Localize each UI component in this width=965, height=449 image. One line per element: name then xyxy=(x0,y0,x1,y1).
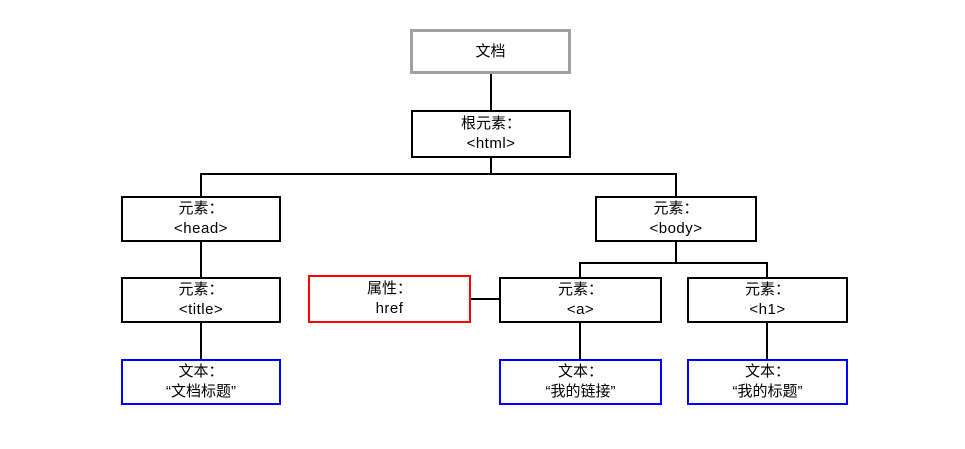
node-element-head: 元素： <head> xyxy=(121,196,281,242)
node-text-my-link-label: 文本： xyxy=(557,363,603,380)
node-attribute-href-value: href xyxy=(375,300,404,317)
node-element-a-tag: <a> xyxy=(566,301,595,318)
node-attribute-href-label: 属性： xyxy=(366,280,412,297)
node-text-document-title-label: 文本： xyxy=(178,363,224,380)
node-element-h1: 元素： <h1> xyxy=(687,277,848,323)
connector-a-text xyxy=(579,323,581,359)
node-element-body: 元素： <body> xyxy=(595,196,757,242)
node-text-document-title: 文本： “文档标题” xyxy=(121,359,281,405)
node-root-html-label: 根元素： xyxy=(460,115,521,132)
node-text-my-heading: 文本： “我的标题” xyxy=(687,359,848,405)
connector-body-down xyxy=(675,242,677,264)
node-element-h1-label: 元素： xyxy=(744,281,790,298)
node-text-my-heading-label: 文本： xyxy=(744,363,790,380)
node-element-a-label: 元素： xyxy=(557,281,603,298)
node-element-title-label: 元素： xyxy=(178,281,224,298)
node-element-head-tag: <head> xyxy=(174,220,228,237)
node-document: 文档 xyxy=(410,29,571,74)
connector-body-children xyxy=(579,262,768,264)
connector-to-h1 xyxy=(766,264,768,277)
connector-html-down xyxy=(490,158,492,175)
node-element-title: 元素： <title> xyxy=(121,277,281,323)
node-root-html-tag: <html> xyxy=(466,135,516,152)
node-element-h1-tag: <h1> xyxy=(749,301,786,318)
node-element-body-tag: <body> xyxy=(649,220,703,237)
node-element-title-tag: <title> xyxy=(178,301,224,318)
connector-to-head xyxy=(200,175,202,196)
node-element-head-label: 元素： xyxy=(178,200,224,217)
connector-to-a xyxy=(579,264,581,277)
connector-title-text xyxy=(200,323,202,359)
connector-document-html xyxy=(490,74,492,110)
node-text-document-title-value: “文档标题” xyxy=(166,383,236,400)
node-text-my-link-value: “我的链接” xyxy=(545,383,616,400)
connector-head-title xyxy=(200,242,202,277)
node-element-body-label: 元素： xyxy=(653,200,699,217)
node-element-a: 元素： <a> xyxy=(499,277,662,323)
node-text-my-link: 文本： “我的链接” xyxy=(499,359,662,405)
node-document-label: 文档 xyxy=(475,42,506,60)
connector-h1-text xyxy=(766,323,768,359)
node-attribute-href: 属性： href xyxy=(308,275,471,323)
node-text-my-heading-value: “我的标题” xyxy=(732,383,803,400)
connector-to-body xyxy=(675,175,677,196)
node-root-html: 根元素： <html> xyxy=(411,110,571,158)
connector-html-children xyxy=(200,173,677,175)
connector-attr-a xyxy=(471,298,499,300)
